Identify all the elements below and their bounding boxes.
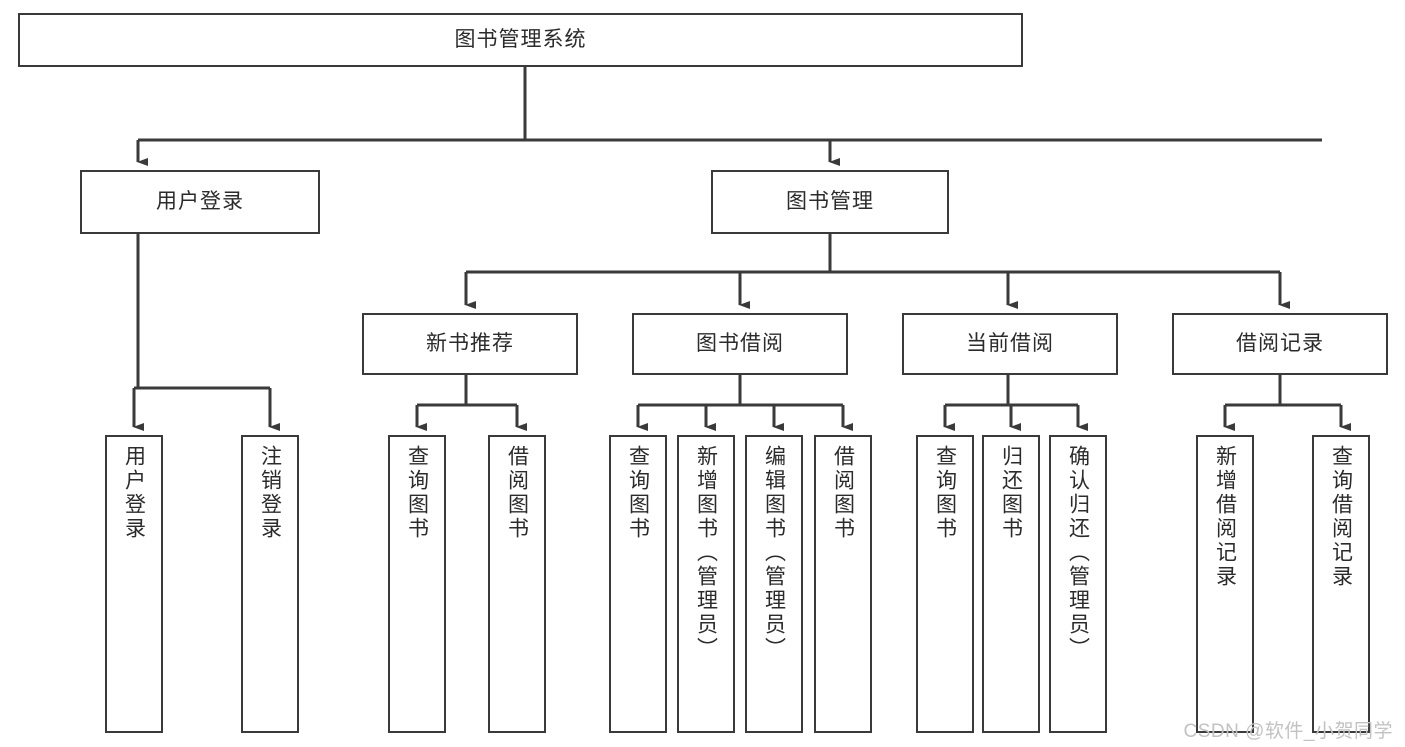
node-new-book-recommend-label: 新书推荐	[426, 331, 514, 355]
leaf-book-borrow-borrow[interactable]: 借阅图书	[814, 435, 872, 733]
leaf-label: 查询借阅记录	[1329, 445, 1353, 589]
node-root[interactable]: 图书管理系统	[18, 13, 1023, 67]
leaf-label: 新增图书（管理员）	[694, 445, 718, 661]
node-user-login[interactable]: 用户登录	[80, 170, 320, 234]
node-root-label: 图书管理系统	[454, 27, 587, 51]
node-book-management-label: 图书管理	[786, 189, 874, 213]
leaf-book-borrow-add[interactable]: 新增图书（管理员）	[677, 435, 735, 733]
node-book-borrow-label: 图书借阅	[696, 331, 784, 355]
leaf-borrow-record-query[interactable]: 查询借阅记录	[1312, 435, 1370, 733]
leaf-book-borrow-query[interactable]: 查询图书	[609, 435, 667, 733]
node-user-login-label: 用户登录	[156, 189, 244, 213]
leaf-current-borrow-query[interactable]: 查询图书	[916, 435, 974, 733]
leaf-label: 确认归还（管理员）	[1066, 445, 1090, 661]
node-current-borrow-label: 当前借阅	[966, 331, 1054, 355]
watermark: CSDN @软件_小贺同学	[1183, 721, 1393, 742]
leaf-label: 用户登录	[122, 445, 146, 541]
leaf-borrow-record-add[interactable]: 新增借阅记录	[1196, 435, 1254, 733]
node-new-book-recommend[interactable]: 新书推荐	[362, 313, 578, 375]
leaf-current-borrow-return[interactable]: 归还图书	[982, 435, 1040, 733]
leaf-label: 借阅图书	[831, 445, 855, 541]
leaf-label: 新增借阅记录	[1213, 445, 1237, 589]
leaf-label: 查询图书	[933, 445, 957, 541]
node-borrow-record-label: 借阅记录	[1236, 331, 1324, 355]
leaf-label: 查询图书	[405, 445, 429, 541]
node-current-borrow[interactable]: 当前借阅	[902, 313, 1118, 375]
node-book-management[interactable]: 图书管理	[711, 170, 949, 234]
leaf-new-book-query[interactable]: 查询图书	[388, 435, 446, 733]
leaf-book-borrow-edit[interactable]: 编辑图书（管理员）	[745, 435, 803, 733]
leaf-label: 注销登录	[258, 445, 282, 541]
leaf-user-login-login[interactable]: 用户登录	[105, 435, 163, 733]
leaf-label: 归还图书	[999, 445, 1023, 541]
leaf-label: 借阅图书	[505, 445, 529, 541]
leaf-user-login-logout[interactable]: 注销登录	[241, 435, 299, 733]
leaf-label: 查询图书	[626, 445, 650, 541]
node-borrow-record[interactable]: 借阅记录	[1172, 313, 1388, 375]
leaf-new-book-borrow[interactable]: 借阅图书	[488, 435, 546, 733]
leaf-label: 编辑图书（管理员）	[762, 445, 786, 661]
node-book-borrow[interactable]: 图书借阅	[632, 313, 848, 375]
leaf-current-borrow-confirm[interactable]: 确认归还（管理员）	[1049, 435, 1107, 733]
